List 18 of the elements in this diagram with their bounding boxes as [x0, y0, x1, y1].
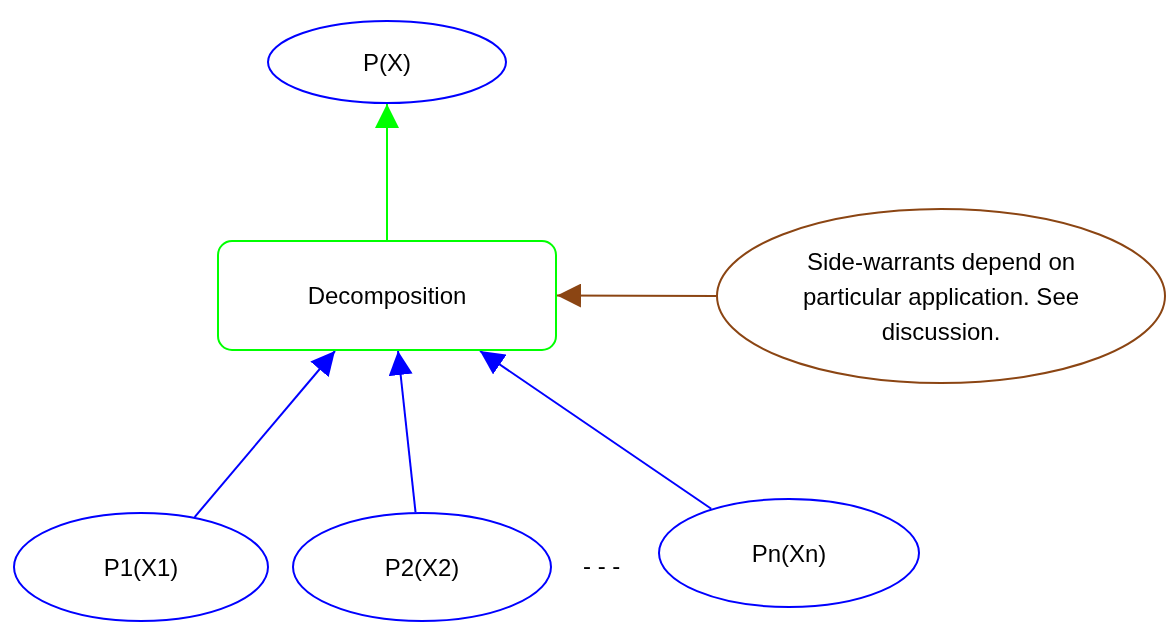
arrow	[193, 350, 336, 519]
node-label: P1(X1)	[103, 552, 179, 583]
ellipse-node	[13, 512, 269, 622]
arrow	[375, 103, 399, 241]
ellipse-node	[267, 20, 507, 104]
node-label: Pn(Xn)	[751, 538, 827, 569]
node-label: Side-warrants depend on particular application. See discussion.	[801, 246, 1081, 347]
arrow	[479, 350, 713, 510]
arrow	[556, 283, 717, 308]
process-box	[217, 240, 557, 351]
node-label: P2(X2)	[384, 552, 460, 583]
node-label: Decomposition	[307, 281, 467, 311]
ellipsis-label: - - -	[583, 552, 621, 580]
arrow	[388, 350, 417, 514]
node-label: P(X)	[363, 47, 411, 78]
ellipse-node	[292, 512, 552, 622]
note-ellipse	[716, 208, 1166, 384]
ellipse-node	[658, 498, 920, 608]
